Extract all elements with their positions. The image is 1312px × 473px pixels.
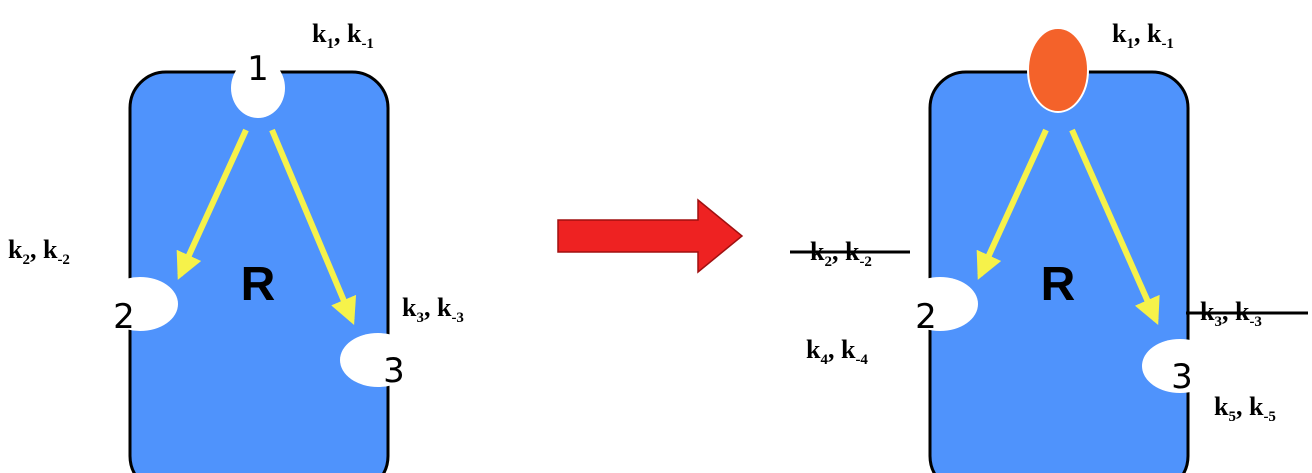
left-arrow-to-site-3 — [269, 128, 357, 325]
left-site-3-label: 3 — [383, 351, 405, 391]
left-receptor-label: R — [241, 258, 276, 311]
right-rates-site-3-new: k5, k-5 — [1214, 392, 1276, 425]
right-site-2-pocket — [902, 277, 978, 331]
left-rates-site-3: k3, k-3 — [402, 293, 464, 326]
left-site-2-label: 2 — [113, 297, 135, 337]
right-receptor-label: R — [1041, 258, 1076, 311]
left-site-1-label: 1 — [247, 49, 269, 89]
right-site-3-label: 3 — [1171, 357, 1193, 397]
right-site-3-pocket — [1142, 339, 1218, 393]
right-receptor: 2 3 R — [902, 27, 1218, 473]
right-rates-site-1: k1, k-1 — [1112, 19, 1174, 52]
left-rates-site-2: k2, k-2 — [8, 235, 70, 268]
right-arrow-to-site-3 — [1069, 128, 1160, 325]
left-site-3-pocket — [340, 333, 416, 387]
left-receptor: 1 2 3 R — [102, 49, 416, 473]
right-rates-site-2-new: k4, k-4 — [806, 335, 868, 368]
left-site-2-pocket — [102, 277, 178, 331]
left-site-1-pocket — [231, 58, 285, 118]
right-arrow-to-site-2 — [976, 128, 1049, 280]
right-site-2-label: 2 — [915, 297, 937, 337]
transition-arrow — [557, 198, 744, 274]
left-arrow-to-site-2 — [176, 128, 249, 280]
bound-ligand-site-1 — [1027, 27, 1089, 113]
left-rates-site-1: k1, k-1 — [312, 19, 374, 52]
